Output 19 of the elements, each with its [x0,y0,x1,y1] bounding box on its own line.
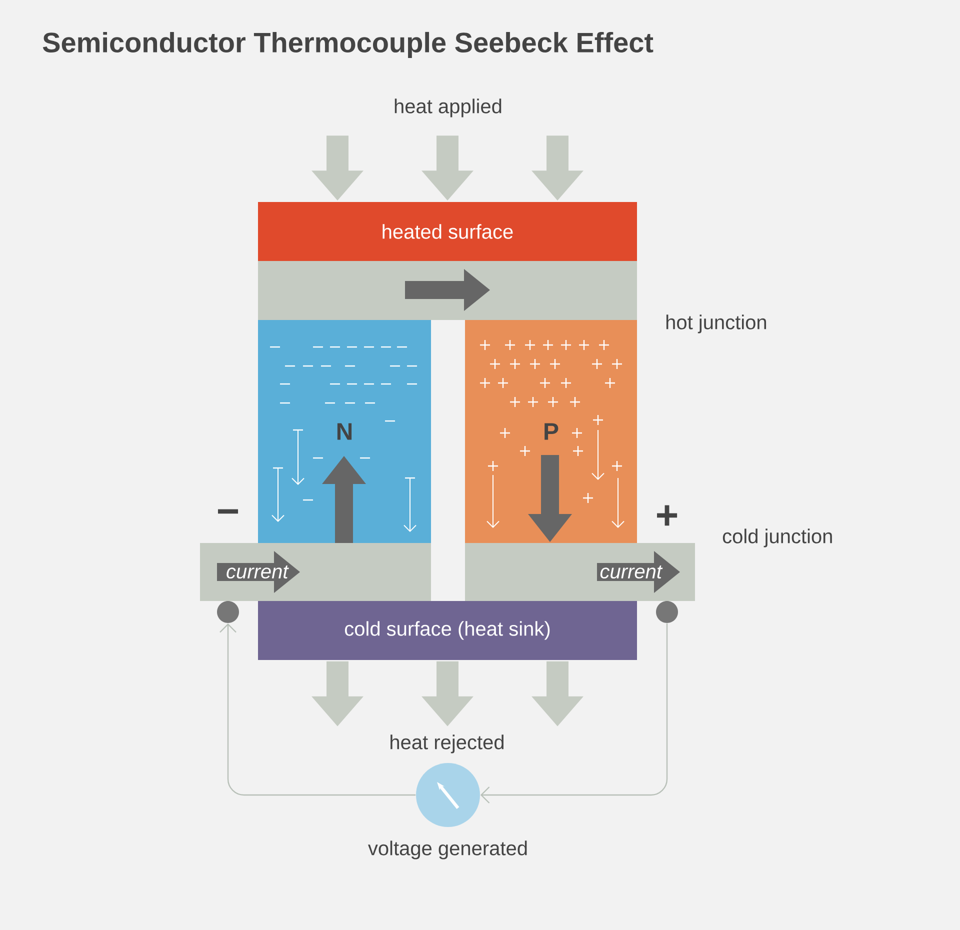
terminal-dot [217,601,239,623]
terminal-dot [656,601,678,623]
connector-line [480,623,668,804]
cold-junction-bar: current [465,543,695,601]
caption-text: voltage generated [368,840,527,860]
p-type-leg: P [465,320,637,543]
title: Semiconductor Thermocouple Seebeck Effect [42,32,654,58]
label: cold junction [722,528,832,548]
n-type-leg: N [258,320,431,543]
cold-surface: cold surface (heat sink) [258,601,637,660]
voltmeter-icon [416,763,480,827]
cold-junction-bar: current [200,543,431,601]
polarity-sign: + [657,505,678,526]
heated-surface: heated surface [258,202,637,261]
label: heat applied [394,98,502,118]
connector-line [220,623,416,796]
label: hot junction [666,314,766,334]
polarity-sign: − [218,509,238,514]
hot-junction-bar [258,261,637,320]
